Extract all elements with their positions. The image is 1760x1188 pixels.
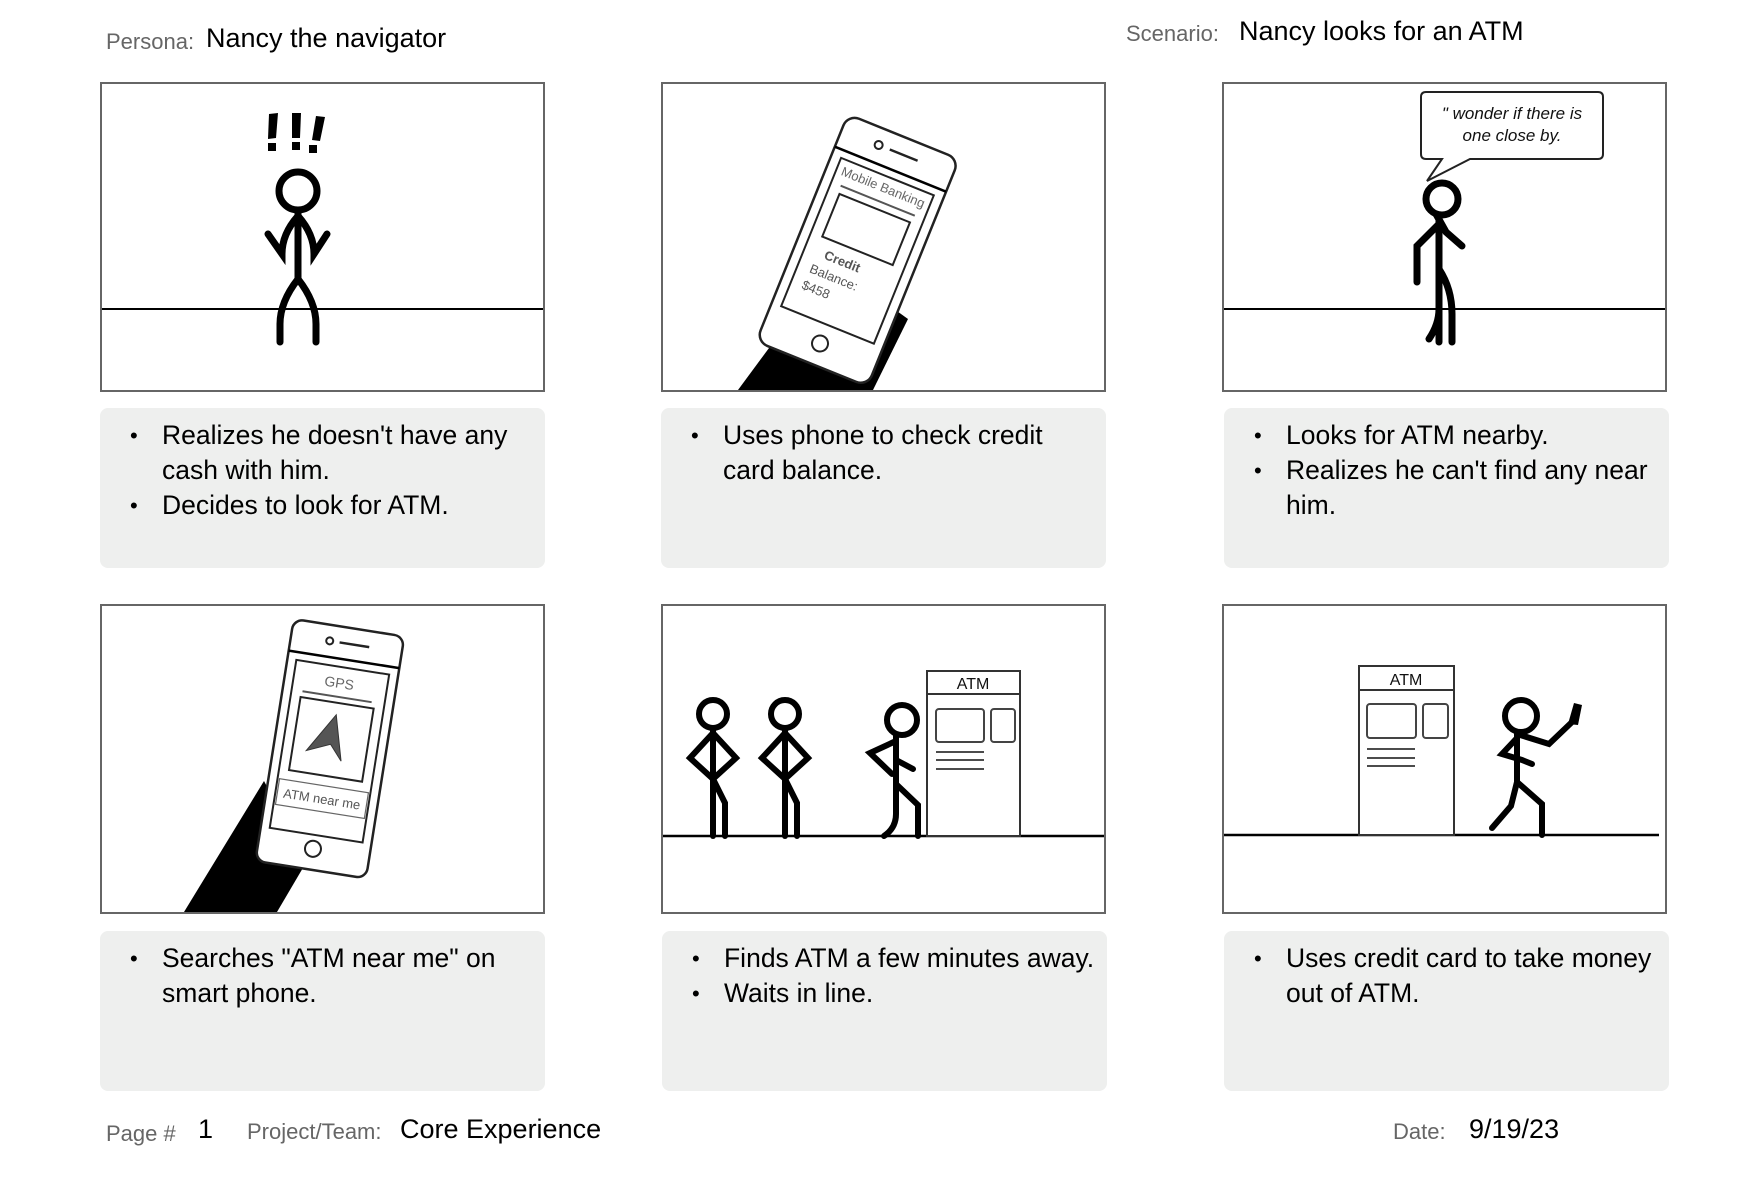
caption-box-2: Uses phone to check credit card balance. — [661, 408, 1106, 568]
page-number-value: 1 — [198, 1114, 214, 1144]
storyboard-frame-4: GPS ATM near me — [100, 604, 545, 914]
scene-5-drawing: ATM — [663, 670, 1104, 839]
persona-value: Nancy the navigator — [206, 23, 447, 53]
stick-figure-waiting-icon — [757, 697, 813, 839]
scene-4-drawing: GPS ATM near me — [184, 619, 405, 912]
exclamation-marks-icon — [268, 113, 325, 153]
stick-figure-waiting-icon — [685, 697, 741, 839]
atm-machine-icon: ATM — [1358, 665, 1455, 836]
scenario-label: Scenario: — [1126, 21, 1219, 46]
stick-figure-surprised-icon — [264, 168, 331, 346]
caption-box-6: Uses credit card to take money out of AT… — [1224, 931, 1669, 1091]
storyboard-frame-2: Mobile Banking Credit Balance: $458 — [661, 82, 1106, 392]
storyboard-frame-1 — [100, 82, 545, 392]
caption-bullet: Uses phone to check credit card balance. — [691, 418, 1100, 488]
smartphone-icon: Mobile Banking Credit Balance: $458 — [758, 116, 957, 385]
caption-bullet: Finds ATM a few minutes away. — [692, 941, 1101, 976]
svg-text:one close by.: one close by. — [1463, 126, 1562, 145]
storyboard-frame-3: " wonder if there is one close by. — [1222, 82, 1667, 392]
date-label: Date: — [1393, 1119, 1446, 1144]
scene-3-drawing: " wonder if there is one close by. — [1224, 91, 1665, 346]
scenario-value: Nancy looks for an ATM — [1239, 16, 1524, 46]
scene-2-drawing: Mobile Banking Credit Balance: $458 — [738, 116, 957, 390]
svg-text:GPS: GPS — [323, 673, 355, 693]
storyboard-frame-6: ATM — [1222, 604, 1667, 914]
caption-box-1: Realizes he doesn't have any cash with h… — [100, 408, 545, 568]
caption-bullet: Waits in line. — [692, 976, 1101, 1011]
caption-bullet: Decides to look for ATM. — [130, 488, 539, 523]
svg-text:" wonder if there is: " wonder if there is — [1442, 104, 1583, 123]
caption-bullet: Looks for ATM nearby. — [1254, 418, 1663, 453]
navigation-arrow-icon — [304, 713, 342, 762]
stick-figure-waiting-icon — [864, 702, 921, 839]
project-team-label: Project/Team: — [247, 1119, 382, 1144]
date-value: 9/19/23 — [1469, 1114, 1560, 1144]
caption-box-5: Finds ATM a few minutes away. Waits in l… — [662, 931, 1107, 1091]
caption-bullet: Realizes he can't find any near him. — [1254, 453, 1663, 523]
cash-icon — [1568, 703, 1582, 725]
scene-6-drawing: ATM — [1224, 665, 1659, 838]
stick-figure-with-cash-icon — [1489, 697, 1574, 838]
svg-text:ATM: ATM — [957, 676, 990, 693]
caption-box-4: Searches "ATM near me" on smart phone. — [100, 931, 545, 1091]
caption-bullet: Uses credit card to take money out of AT… — [1254, 941, 1663, 1011]
scene-1-drawing — [102, 113, 543, 346]
caption-bullet: Searches "ATM near me" on smart phone. — [130, 941, 539, 1011]
page-number-label: Page # — [106, 1121, 176, 1146]
project-team-value: Core Experience — [400, 1114, 602, 1144]
atm-machine-icon: ATM — [926, 670, 1021, 837]
persona-label: Persona: — [106, 29, 195, 54]
speech-bubble-icon: " wonder if there is one close by. — [1420, 91, 1604, 182]
caption-bullet: Realizes he doesn't have any cash with h… — [130, 418, 539, 488]
storyboard-frame-5: ATM — [661, 604, 1106, 914]
caption-box-3: Looks for ATM nearby. Realizes he can't … — [1224, 408, 1669, 568]
stick-figure-thinking-icon — [1413, 179, 1466, 346]
svg-text:ATM: ATM — [1390, 672, 1423, 689]
smartphone-icon: GPS ATM near me — [255, 619, 405, 879]
